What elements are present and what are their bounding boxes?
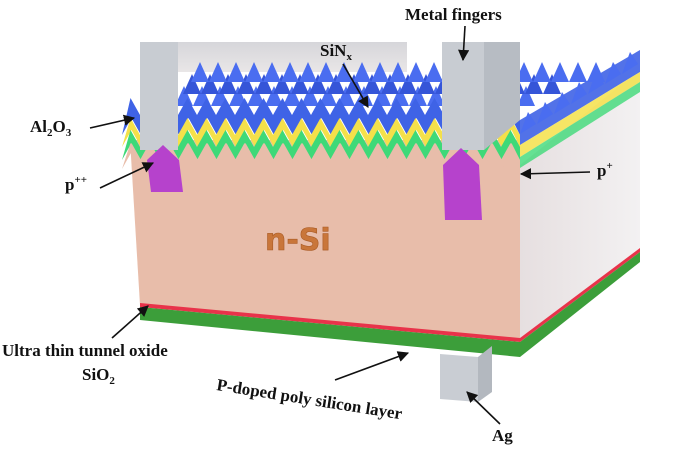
texture-pyramid (409, 86, 427, 106)
texture-pyramid (227, 62, 245, 82)
side-texture-pyramid (622, 52, 638, 74)
texture-pyramid (525, 74, 543, 94)
texture-pyramid (209, 62, 227, 82)
texture-pyramid (291, 74, 309, 94)
p-plus-plus-label: p++ (65, 174, 87, 194)
texture-pyramid (245, 62, 263, 82)
p-plus-plus-arrow (99, 162, 155, 189)
texture-pyramid (247, 86, 265, 106)
texture-pyramid (381, 74, 399, 94)
texture-pyramid (371, 62, 389, 82)
metal-fingers-arrow (458, 25, 470, 62)
texture-pyramid (327, 74, 345, 94)
poly-si-layer (140, 252, 640, 357)
back-metal-finger (145, 42, 407, 72)
p-plus-plus-left (147, 145, 183, 192)
texture-pyramid (183, 74, 201, 94)
texture-pyramid (237, 74, 255, 94)
tunnel-oxide-arrow (111, 305, 149, 339)
texture-pyramid (363, 74, 381, 94)
texture-pyramid (543, 74, 561, 94)
texture-pyramid (191, 62, 209, 82)
texture-pyramid (533, 62, 551, 82)
p-plus-arrow (519, 168, 591, 180)
tunnel-oxide (140, 248, 640, 342)
nsi-label: n-Si (265, 223, 331, 258)
metal-fingers-label: Metal fingers (405, 5, 502, 24)
al2o3-layer (122, 118, 520, 147)
texture-pyramid (299, 62, 317, 82)
side-texture-pyramid (537, 102, 553, 124)
texture-pyramid (265, 86, 283, 106)
texture-pyramid (353, 62, 371, 82)
texture-pyramid (399, 74, 417, 94)
texture-pyramid (229, 86, 247, 106)
side-texture-pyramid (588, 72, 604, 94)
texture-pyramid (337, 86, 355, 106)
texture-pyramid (317, 62, 335, 82)
nsi-front-face (130, 140, 520, 340)
side-texture-pyramid (520, 112, 536, 134)
texture-pyramid (263, 62, 281, 82)
texture-pyramid (517, 86, 535, 106)
texture-pyramid (389, 62, 407, 82)
al2o3-arrow (89, 114, 136, 129)
texture-pyramid (407, 62, 425, 82)
texture-pyramid (335, 62, 353, 82)
ag-contact-side (478, 346, 492, 402)
poly-si-label: P-doped poly silicon layer (215, 375, 404, 423)
side-texture-pyramid (571, 82, 587, 104)
texture-pyramid (283, 86, 301, 106)
side-texture-pyramid (605, 62, 621, 84)
sinx-label: SiNx (320, 41, 352, 63)
texture-pyramid (417, 74, 435, 94)
texture-pyramid (309, 74, 327, 94)
texture-pyramid (219, 74, 237, 94)
ag-contact (440, 354, 478, 402)
ag-arrow (466, 391, 501, 425)
texture-pyramid (319, 86, 337, 106)
metal-finger-left (140, 42, 178, 150)
tunnel-oxide-label-line1: Ultra thin tunnel oxide (2, 341, 168, 360)
tunnel-oxide-label-line2: SiO2 (82, 365, 115, 387)
side-texture-pyramid (554, 92, 570, 114)
side-al2o3 (520, 72, 640, 157)
texture-pyramid (255, 74, 273, 94)
texture-pyramid (273, 74, 291, 94)
metal-finger-right-side (484, 42, 520, 150)
texture-pyramid (427, 86, 445, 106)
texture-pyramid (551, 62, 569, 82)
p-plus-plus-right (443, 148, 482, 220)
poly-si-arrow (334, 351, 410, 381)
side-pplus (520, 82, 640, 168)
texture-pyramid (425, 62, 443, 82)
sinx-arrow (342, 63, 369, 108)
metal-finger-right (442, 42, 484, 150)
al2o3-label: Al2O3 (30, 117, 72, 139)
texture-pyramid (569, 62, 587, 82)
ag-label: Ag (492, 426, 513, 445)
texture-pyramid (281, 62, 299, 82)
texture-pyramid (201, 74, 219, 94)
texture-pyramid (301, 86, 319, 106)
p-plus-label: p+ (597, 160, 613, 180)
nsi-texture-base (122, 143, 520, 169)
p-plus-layer (122, 130, 520, 160)
